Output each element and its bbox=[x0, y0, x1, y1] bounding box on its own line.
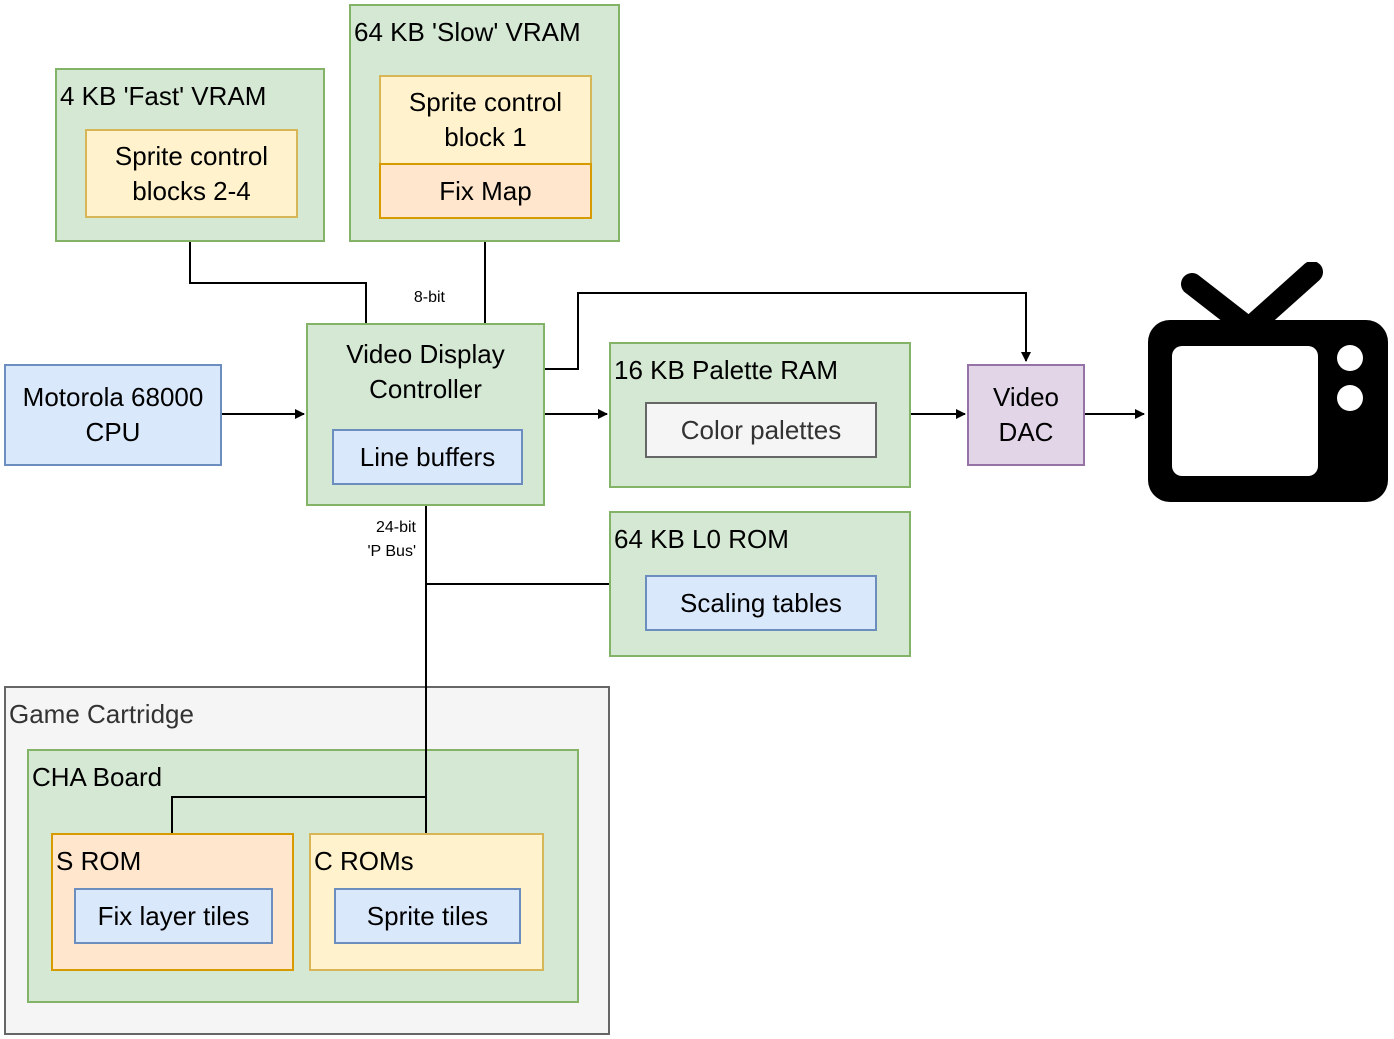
s-rom-box: S ROM Fix layer tiles bbox=[51, 833, 294, 971]
sprite-control-block-1: Sprite control block 1 bbox=[379, 75, 592, 165]
fix-map: Fix Map bbox=[379, 163, 592, 219]
slow-vram-title: 64 KB 'Slow' VRAM bbox=[354, 17, 581, 47]
bus-24bit-line2: 'P Bus' bbox=[367, 543, 416, 560]
bus-8bit-label: 8-bit bbox=[413, 289, 445, 306]
l0-rom-title: 64 KB L0 ROM bbox=[614, 524, 789, 554]
palette-ram-title: 16 KB Palette RAM bbox=[614, 355, 838, 385]
slow-vram-box: 64 KB 'Slow' VRAM Sprite control block 1… bbox=[349, 4, 620, 242]
fast-vram-title: 4 KB 'Fast' VRAM bbox=[60, 81, 267, 111]
game-cartridge-title: Game Cartridge bbox=[9, 699, 194, 729]
cpu-box: Motorola 68000 CPU bbox=[4, 364, 222, 466]
fast-vram-box: 4 KB 'Fast' VRAM Sprite control blocks 2… bbox=[55, 68, 325, 242]
bus-24bit-label: 24-bit 'P Bus' bbox=[340, 516, 416, 564]
sprite-tiles: Sprite tiles bbox=[334, 888, 521, 944]
l0-rom-box: 64 KB L0 ROM Scaling tables bbox=[609, 511, 911, 657]
fast-vram-link bbox=[189, 242, 367, 324]
c-roms-title: C ROMs bbox=[314, 846, 414, 876]
s-rom-title: S ROM bbox=[56, 846, 142, 876]
color-palettes: Color palettes bbox=[645, 402, 877, 458]
line-buffers: Line buffers bbox=[332, 429, 523, 485]
scaling-tables: Scaling tables bbox=[645, 575, 877, 631]
bus-24bit-line1: 24-bit bbox=[375, 519, 416, 536]
c-roms-box: C ROMs Sprite tiles bbox=[309, 833, 544, 971]
vdc-box: Video Display Controller Line buffers bbox=[306, 323, 545, 506]
cha-board-title: CHA Board bbox=[32, 762, 163, 792]
video-dac-box: Video DAC bbox=[967, 364, 1085, 466]
vdc-to-dac-arrow bbox=[544, 292, 1031, 370]
fix-layer-tiles: Fix layer tiles bbox=[74, 888, 273, 944]
tv-icon bbox=[1148, 262, 1388, 502]
palette-ram-box: 16 KB Palette RAM Color palettes bbox=[609, 342, 911, 488]
sprite-control-blocks-2-4: Sprite control blocks 2-4 bbox=[85, 129, 298, 218]
vdc-title: Video Display Controller bbox=[346, 339, 505, 404]
